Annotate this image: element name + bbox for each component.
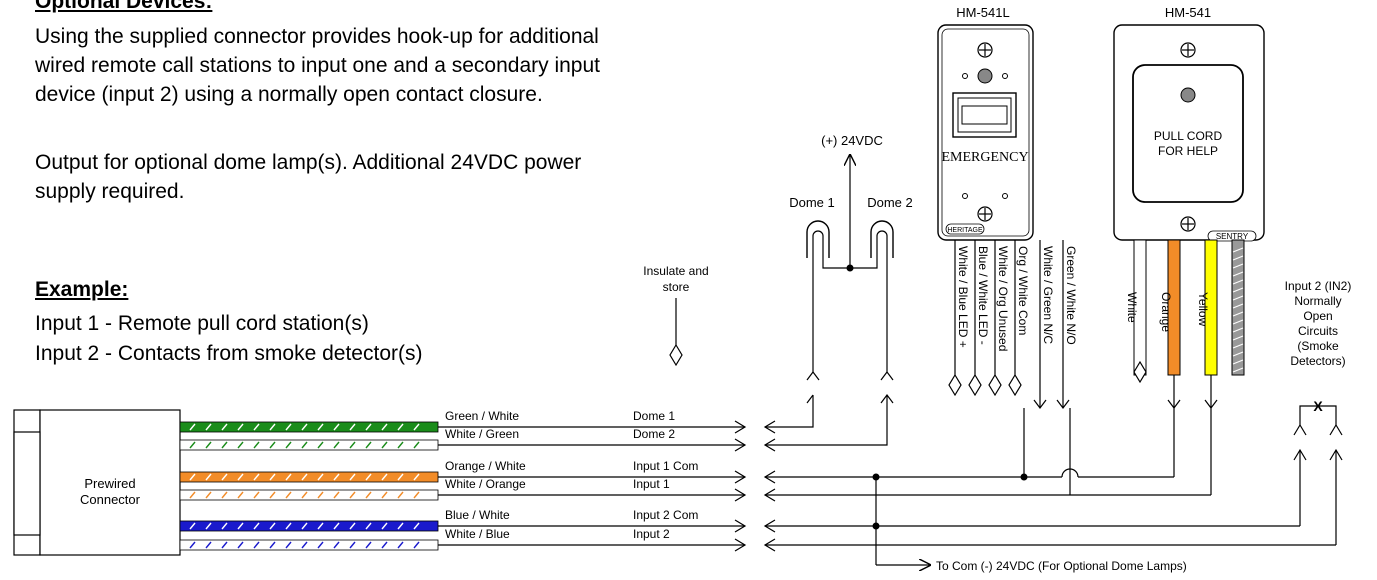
input2-line-6: Detectors): [1290, 354, 1345, 368]
optional-devices-line-2: wired remote call stations to input one …: [35, 54, 601, 77]
hm-541l-lead-label: Org / White Com: [1016, 246, 1030, 335]
com-note: To Com (-) 24VDC (For Optional Dome Lamp…: [936, 559, 1187, 573]
dome-power-section: (+) 24VDC Dome 1 Dome 2: [765, 133, 913, 446]
optional-devices-heading: Optional Devices:: [35, 0, 213, 13]
connector-label-1: Prewired: [84, 476, 135, 491]
wire-signal-label: Input 1: [633, 477, 670, 491]
input2-line-5: (Smoke: [1297, 339, 1339, 353]
input2-line-3: Open: [1303, 309, 1332, 323]
hm-541l-device: HM-541L EMERGENCY HERITAGE: [937, 5, 1034, 241]
dome-1-label: Dome 1: [789, 195, 835, 210]
input-2-smoke-detector: Input 2 (IN2) Normally Open Circuits (Sm…: [1285, 279, 1352, 461]
screw-icon: [1180, 216, 1196, 232]
wire-signal-label: Dome 1: [633, 409, 675, 423]
wire-signal-label: Dome 2: [633, 427, 675, 441]
cable-wire: White / Green Dome 2: [179, 427, 776, 452]
screw-icon: [977, 42, 993, 58]
wire-color-label: Blue / White: [445, 508, 510, 522]
input2-line-4: Circuits: [1298, 324, 1338, 338]
dome-2-label: Dome 2: [867, 195, 913, 210]
hm-541-lead: White: [1125, 239, 1147, 384]
hm-541l-lead-label: Blue / White LED -: [976, 246, 990, 345]
input2-line-2: Normally: [1294, 294, 1341, 308]
heritage-brand: HERITAGE: [947, 227, 983, 234]
connector-label-2: Connector: [80, 492, 141, 507]
hm-541l-lead: White / Org Unused: [988, 240, 1010, 397]
wire-color-label: White / Orange: [445, 477, 526, 491]
hm-541-lead: Yellow: [1196, 239, 1218, 409]
emergency-label: EMERGENCY: [941, 150, 1028, 165]
cable-wire: Blue / White Input 2 Com: [179, 508, 776, 533]
example-heading: Example:: [35, 278, 129, 301]
led-icon: [1180, 87, 1196, 103]
hm-541-device: HM-541 PULL CORD FOR HELP SENTRY: [1113, 5, 1265, 242]
input2-line-1: Input 2 (IN2): [1285, 279, 1352, 293]
hm-541-lead: Orange: [1159, 239, 1181, 409]
hm-541l-lead: White / Green N/C: [1033, 240, 1055, 409]
hm-541l-lead-label: Green / White N/O: [1064, 246, 1078, 345]
screw-icon: [977, 206, 993, 222]
example-line-1: Input 1 - Remote pull cord station(s): [35, 312, 369, 335]
wire-color-label: Green / White: [445, 409, 519, 423]
hm-541l-lead-label: White / Green N/C: [1041, 246, 1055, 344]
hm-541l-lead: White / Blue LED +: [948, 240, 970, 397]
wire-color-label: White / Blue: [445, 527, 510, 541]
cable-wire: White / Orange Input 1: [179, 477, 776, 502]
hm-541-leads: White Orange Yellow: [1125, 239, 1245, 409]
power-label: (+) 24VDC: [821, 133, 883, 148]
hm-541l-lead-label: White / Blue LED +: [956, 246, 970, 348]
cable-wires: Green / White Dome 1 White / Green Dome 2 Or…: [179, 409, 776, 552]
sentry-brand: SENTRY: [1216, 232, 1249, 241]
insulated-cap-icon: [669, 343, 683, 367]
output-line-1: Output for optional dome lamp(s). Additi…: [35, 151, 582, 174]
hm-541-lead-label: Orange: [1159, 292, 1173, 332]
hm-541l-title: HM-541L: [956, 5, 1009, 20]
wire-signal-label: Input 2 Com: [633, 508, 698, 522]
wire-color-label: White / Green: [445, 427, 519, 441]
optional-devices-line-3: device (input 2) using a normally open c…: [35, 83, 543, 106]
insulate-store: Insulate and store: [643, 264, 709, 367]
wire-color-label: Orange / White: [445, 459, 526, 473]
hm-541-lead: [1231, 239, 1245, 376]
hm-541l-lead: Org / White Com: [1008, 240, 1030, 397]
hm-541-lead-label: White: [1125, 292, 1139, 323]
pull-cord-label-1: PULL CORD: [1154, 129, 1223, 143]
interconnect-lines: To Com (-) 24VDC (For Optional Dome Lamp…: [765, 408, 1337, 573]
hm-541-lead-label: Yellow: [1196, 292, 1210, 327]
prewired-connector: Prewired Connector: [13, 409, 181, 556]
pull-cord-label-2: FOR HELP: [1158, 144, 1218, 158]
hm-541l-lead-label: White / Org Unused: [996, 246, 1010, 351]
hm-541l-lead: Blue / White LED -: [968, 240, 990, 397]
cable-wire: White / Blue Input 2: [179, 527, 776, 552]
dome-lamp-1-icon: [806, 220, 830, 258]
insulate-label-1: Insulate and: [643, 264, 708, 278]
screw-icon: [1180, 42, 1196, 58]
cable-wire: Green / White Dome 1: [179, 409, 776, 434]
hm-541l-leads: White / Blue LED + Blue / White LED - Whit…: [948, 240, 1078, 409]
example-line-2: Input 2 - Contacts from smoke detector(s…: [35, 342, 423, 365]
hm-541-title: HM-541: [1165, 5, 1211, 20]
led-icon: [977, 68, 993, 84]
optional-devices-line-1: Using the supplied connector provides ho…: [35, 25, 599, 48]
output-line-2: supply required.: [35, 180, 185, 203]
wire-signal-label: Input 2: [633, 527, 670, 541]
dome-lamp-2-icon: [870, 220, 894, 258]
insulate-label-2: store: [663, 280, 690, 294]
cable-wire: Orange / White Input 1 Com: [179, 459, 776, 484]
switch-mark: X: [1313, 398, 1323, 414]
wire-signal-label: Input 1 Com: [633, 459, 698, 473]
hm-541l-lead: Green / White N/O: [1056, 240, 1078, 409]
